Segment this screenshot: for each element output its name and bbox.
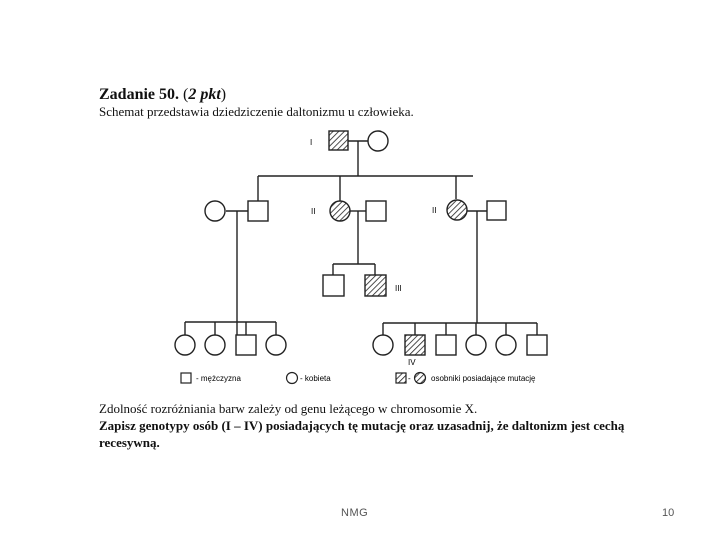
legend-affected-female-symbol — [413, 371, 427, 385]
pedigree-lines — [184, 140, 538, 345]
gen-label-2b: II — [432, 206, 436, 215]
gen-label-1: I — [310, 138, 312, 147]
question-line-2: Zapisz genotypy osób (I – IV) posiadając… — [99, 418, 625, 450]
legend-female-symbol — [285, 371, 299, 385]
gen-label-4: IV — [408, 358, 416, 367]
footer-author: NMG — [341, 507, 369, 519]
gen4-male-3 — [526, 334, 548, 356]
legend-affected-male-symbol — [395, 372, 407, 384]
gen1-affected-male — [328, 130, 349, 151]
gen4-female-2 — [204, 334, 226, 356]
gen-label-2a: II — [311, 207, 315, 216]
gen4-affected-male — [404, 334, 426, 356]
legend-separator: - — [408, 374, 411, 383]
gen4-female-6 — [495, 334, 517, 356]
gen4-female-3 — [265, 334, 287, 356]
gen4-male-2 — [435, 334, 457, 356]
gen4-female-1 — [174, 334, 196, 356]
page-number: 10 — [662, 507, 675, 519]
gen4-male-1 — [235, 334, 257, 356]
gen2-male-inlaw-2 — [486, 200, 507, 221]
task-title: Zadanie 50. (2 pkt) — [99, 86, 226, 104]
gen2-carrier-female-2 — [446, 199, 468, 221]
gen2-male-inlaw-1 — [365, 200, 387, 222]
legend-female-label: - kobieta — [300, 374, 331, 383]
question-line-1: Zdolność rozróżniania barw zależy od gen… — [99, 401, 478, 416]
gen3-affected-male — [364, 274, 387, 297]
task-subtitle: Schemat przedstawia dziedziczenie dalton… — [99, 104, 414, 119]
legend-male-symbol — [180, 372, 192, 384]
task-number: Zadanie 50. — [99, 86, 180, 103]
gen2-male — [247, 200, 269, 222]
legend-affected-label: osobniki posiadające mutację — [431, 374, 536, 383]
gen4-female-5 — [465, 334, 487, 356]
gen2-carrier-female-1 — [329, 200, 351, 222]
gen3-male — [322, 274, 345, 297]
gen1-female — [367, 130, 389, 152]
gen4-female-4 — [372, 334, 394, 356]
task-points: (2 pkt) — [183, 86, 227, 103]
legend-male-label: - mężczyzna — [196, 374, 241, 383]
gen-label-3: III — [395, 284, 402, 293]
gen2-female-inlaw — [204, 200, 226, 222]
